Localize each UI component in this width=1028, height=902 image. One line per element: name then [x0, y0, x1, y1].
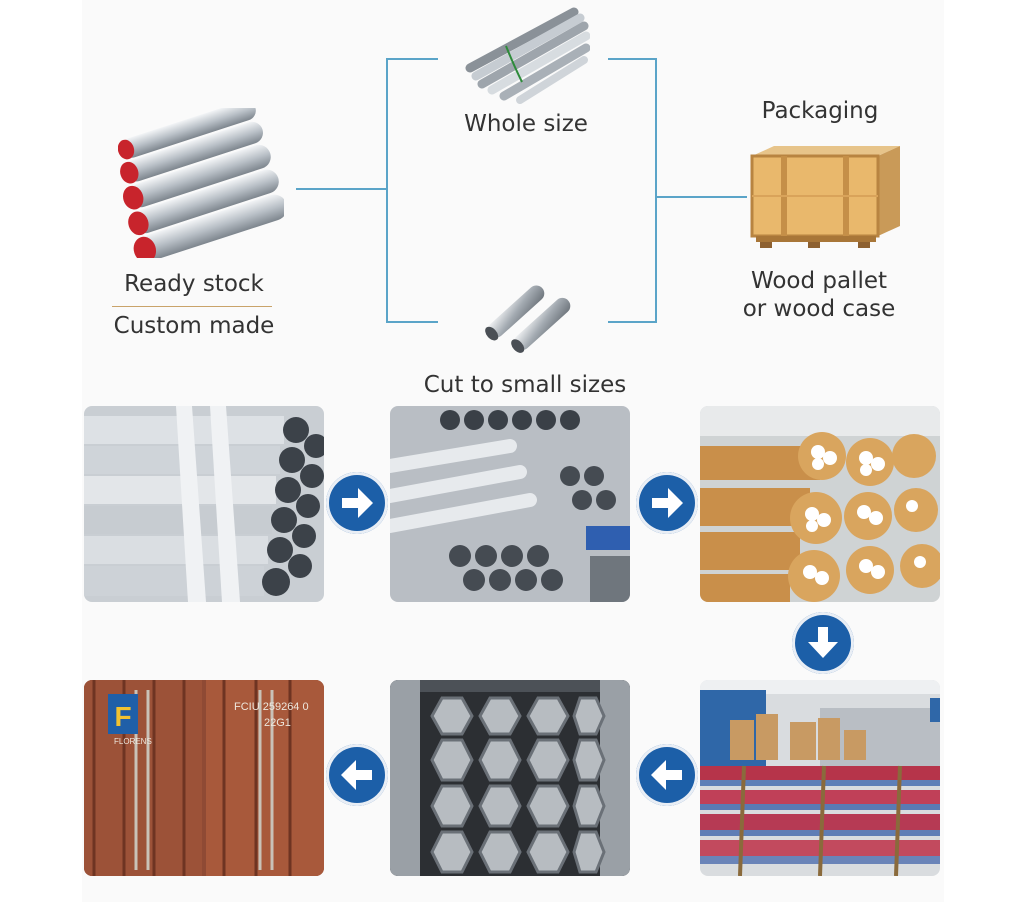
container-type-text: 22G1: [264, 717, 291, 729]
photo-kraft-wrapped-tube-bundles: [700, 406, 940, 602]
arrow-left-icon: [651, 760, 682, 790]
photo-galvanized-pipe-bundle: [84, 406, 324, 602]
wooden-crate-illustration: [750, 146, 900, 248]
photo-bundles-loaded-on-truck: [700, 680, 940, 876]
connector-right-vertical: [655, 58, 657, 323]
connector-left-stub: [296, 188, 386, 190]
arrow-left-icon: [341, 760, 372, 790]
whole-size-pipes-illustration: [465, 7, 590, 104]
whole-size-label: Whole size: [464, 111, 588, 137]
custom-made-label: Custom made: [113, 313, 275, 339]
arrow-right-icon: [652, 488, 683, 518]
ready-stock-illustration: [118, 108, 284, 258]
connector-right-top: [608, 58, 656, 60]
wood-case-label: or wood case: [742, 296, 896, 322]
arrow-left-1: [636, 744, 698, 806]
label-divider: [112, 306, 272, 307]
connector-left-top: [386, 58, 438, 60]
container-code-text: FCIU 259264 0: [234, 701, 309, 713]
arrow-right-2: [636, 472, 698, 534]
wood-pallet-label: Wood pallet: [750, 268, 888, 294]
arrow-right-1: [326, 472, 388, 534]
photo-aluminum-tube-stack: [390, 406, 630, 602]
container-brand-text: FLORENS: [114, 737, 152, 746]
container-logo: F: [114, 701, 131, 732]
cut-sizes-label: Cut to small sizes: [423, 372, 627, 398]
arrow-down-icon: [808, 627, 838, 658]
connector-left-bottom: [386, 321, 438, 323]
photo-shipping-containers: F FLORENS FCIU 259264 0 22G1: [84, 680, 324, 876]
cut-pieces-illustration: [485, 285, 571, 353]
connector-right-stub: [655, 196, 747, 198]
photo-pipes-inside-container: [390, 680, 630, 876]
arrow-right-icon: [342, 488, 373, 518]
ready-stock-label: Ready stock: [124, 271, 264, 297]
arrow-down: [792, 612, 854, 674]
arrow-left-2: [326, 744, 388, 806]
connector-right-bottom: [608, 321, 656, 323]
packaging-title: Packaging: [761, 98, 879, 124]
connector-left-vertical: [386, 58, 388, 323]
